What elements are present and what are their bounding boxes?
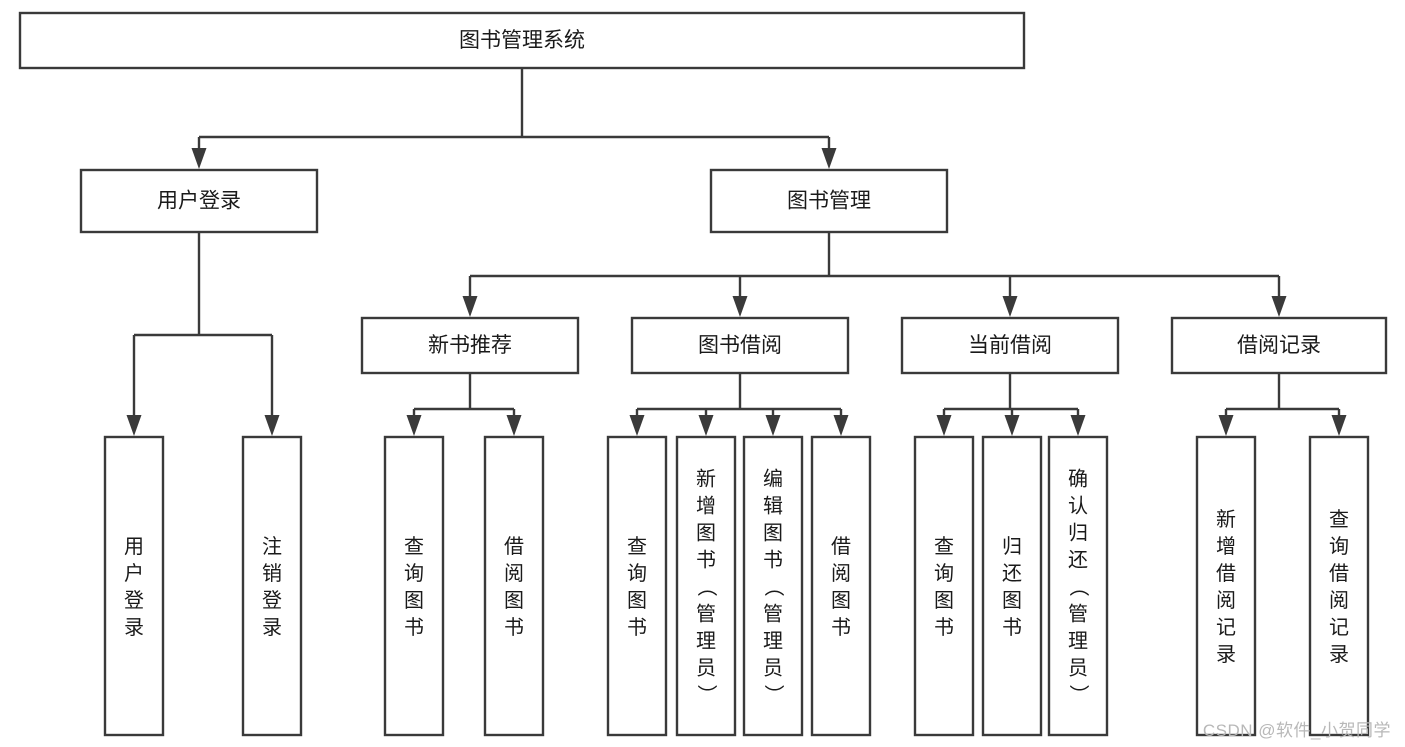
node-label: 编辑图书（管理员） <box>763 468 784 707</box>
node-leaf-borrow-book-rec[interactable]: 借阅图书 <box>483 435 545 737</box>
node-book-borrow[interactable]: 图书借阅 <box>630 316 850 375</box>
node-box[interactable] <box>913 435 975 737</box>
node-label: 借阅记录 <box>1237 334 1321 357</box>
node-label: 图书管理系统 <box>459 29 585 52</box>
node-box[interactable] <box>241 435 303 737</box>
node-leaf-query-book-borrow[interactable]: 查询图书 <box>606 435 668 737</box>
nodes-layer: 图书管理系统用户登录图书管理新书推荐图书借阅当前借阅借阅记录用户登录注销登录查询… <box>18 11 1388 737</box>
arrow-head-icon <box>406 415 422 436</box>
node-leaf-add-book-admin[interactable]: 新增图书（管理员） <box>675 435 737 737</box>
node-label: 图书借阅 <box>698 334 782 357</box>
connector-group-book-borrow <box>629 373 849 436</box>
node-label: 查询图书 <box>934 535 954 639</box>
node-user-login[interactable]: 用户登录 <box>79 168 319 234</box>
node-box[interactable] <box>606 435 668 737</box>
node-box[interactable] <box>742 435 804 737</box>
node-leaf-edit-book-admin[interactable]: 编辑图书（管理员） <box>742 435 804 737</box>
arrow-head-icon <box>936 415 952 436</box>
arrow-head-icon <box>1271 296 1287 317</box>
node-label: 新书推荐 <box>428 334 512 357</box>
node-new-book-recommend[interactable]: 新书推荐 <box>360 316 580 375</box>
node-box[interactable] <box>630 316 850 375</box>
arrow-head-icon <box>126 415 142 436</box>
arrow-head-icon <box>833 415 849 436</box>
arrow-head-icon <box>698 415 714 436</box>
node-label: 查询图书 <box>627 535 647 639</box>
node-box[interactable] <box>1308 435 1370 737</box>
node-label: 借阅图书 <box>831 535 851 639</box>
node-box[interactable] <box>79 168 319 234</box>
node-label: 借阅图书 <box>504 535 524 639</box>
node-box[interactable] <box>675 435 737 737</box>
arrow-head-icon <box>462 296 478 317</box>
connector-group-borrow-record <box>1218 373 1347 436</box>
node-label: 注销登录 <box>262 535 282 639</box>
connector-group-book-manage <box>462 232 1287 317</box>
connector-group-root <box>191 68 837 169</box>
node-box[interactable] <box>1195 435 1257 737</box>
connector-group-user-login <box>126 232 280 436</box>
arrow-head-icon <box>1002 296 1018 317</box>
node-leaf-query-book-rec[interactable]: 查询图书 <box>383 435 445 737</box>
node-label: 新增借阅记录 <box>1216 508 1236 666</box>
node-root[interactable]: 图书管理系统 <box>18 11 1026 70</box>
node-box[interactable] <box>810 435 872 737</box>
arrow-head-icon <box>1331 415 1347 436</box>
watermark-label: CSDN @软件_小贺同学 <box>1202 721 1391 740</box>
node-leaf-return-book[interactable]: 归还图书 <box>981 435 1043 737</box>
node-box[interactable] <box>383 435 445 737</box>
node-box[interactable] <box>103 435 165 737</box>
node-borrow-record[interactable]: 借阅记录 <box>1170 316 1388 375</box>
arrow-head-icon <box>264 415 280 436</box>
node-leaf-query-book-cur[interactable]: 查询图书 <box>913 435 975 737</box>
arrow-head-icon <box>191 148 207 169</box>
arrow-head-icon <box>629 415 645 436</box>
node-leaf-confirm-return-admin[interactable]: 确认归还（管理员） <box>1047 435 1109 737</box>
node-leaf-logout-login[interactable]: 注销登录 <box>241 435 303 737</box>
node-box[interactable] <box>18 11 1026 70</box>
node-box[interactable] <box>1170 316 1388 375</box>
arrow-head-icon <box>1070 415 1086 436</box>
node-box[interactable] <box>900 316 1120 375</box>
connector-group-new-book-recommend <box>406 373 522 436</box>
node-leaf-borrow-book[interactable]: 借阅图书 <box>810 435 872 737</box>
node-label: 确认归还（管理员） <box>1068 468 1089 707</box>
node-box[interactable] <box>360 316 580 375</box>
arrow-head-icon <box>821 148 837 169</box>
arrow-head-icon <box>732 296 748 317</box>
arrow-head-icon <box>506 415 522 436</box>
node-box[interactable] <box>981 435 1043 737</box>
node-label: 用户登录 <box>157 190 241 213</box>
arrow-head-icon <box>765 415 781 436</box>
node-label: 图书管理 <box>787 190 871 213</box>
arrow-head-icon <box>1218 415 1234 436</box>
node-box[interactable] <box>709 168 949 234</box>
node-label: 当前借阅 <box>968 334 1052 357</box>
arrow-head-icon <box>1004 415 1020 436</box>
node-label: 归还图书 <box>1002 535 1022 639</box>
node-leaf-add-borrow-record[interactable]: 新增借阅记录 <box>1195 435 1257 737</box>
node-leaf-query-borrow-record[interactable]: 查询借阅记录 <box>1308 435 1370 737</box>
node-label: 用户登录 <box>124 536 144 639</box>
node-current-borrow[interactable]: 当前借阅 <box>900 316 1120 375</box>
node-leaf-user-login[interactable]: 用户登录 <box>103 435 165 737</box>
node-box[interactable] <box>483 435 545 737</box>
node-box[interactable] <box>1047 435 1109 737</box>
node-label: 查询借阅记录 <box>1329 508 1349 666</box>
edges-layer <box>126 68 1347 436</box>
node-book-manage[interactable]: 图书管理 <box>709 168 949 234</box>
node-label: 新增图书（管理员） <box>696 468 717 707</box>
connector-group-current-borrow <box>936 373 1086 436</box>
node-label: 查询图书 <box>404 535 424 639</box>
